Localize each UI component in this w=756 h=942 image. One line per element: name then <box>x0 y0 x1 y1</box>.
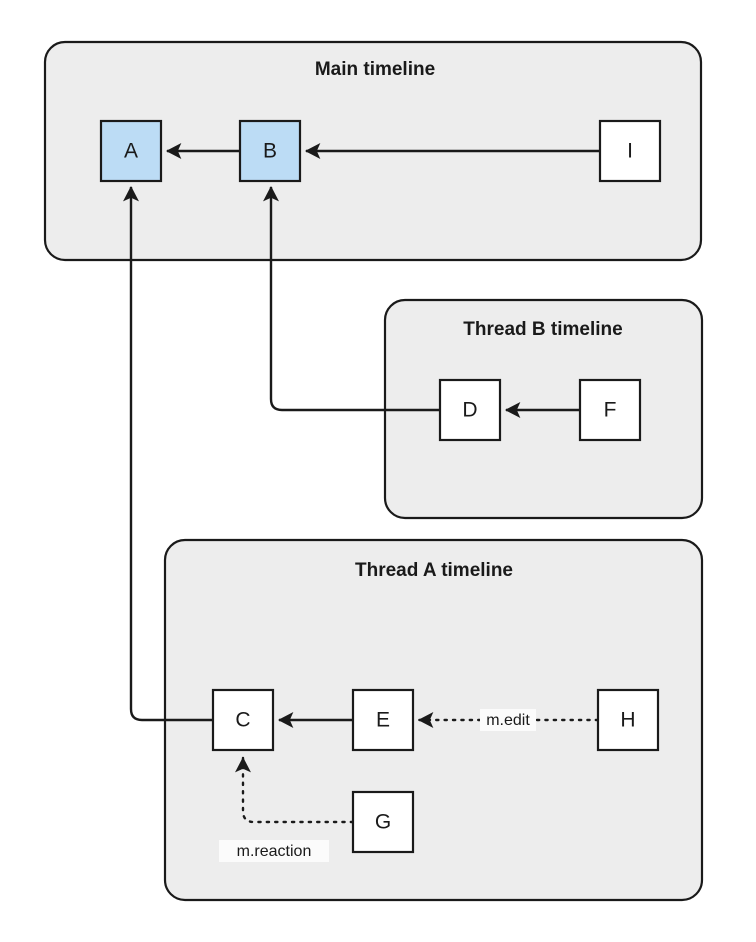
edge-labels: m.edit m.reaction <box>219 709 536 862</box>
edge-label-m-reaction: m.reaction <box>219 840 329 862</box>
group-titles: Main timeline Thread B timeline Thread A… <box>315 59 623 581</box>
node-b-box[interactable] <box>238 119 302 183</box>
node-h-box[interactable] <box>596 688 660 752</box>
node-f-label: F <box>604 399 617 422</box>
connectors <box>123 143 600 824</box>
node-e-label: E <box>376 709 390 732</box>
node-i-box[interactable] <box>598 119 662 183</box>
node-f-box[interactable] <box>578 378 642 442</box>
node-h[interactable]: H <box>596 688 660 752</box>
node-a[interactable]: A <box>99 119 163 183</box>
edge-label-m-reaction-text: m.reaction <box>237 843 312 860</box>
node-e-box[interactable] <box>351 688 415 752</box>
edge-label-m-edit-bg <box>480 709 536 731</box>
node-d-label: D <box>462 399 477 422</box>
nodes: A B I D F C <box>99 119 662 854</box>
node-d[interactable]: D <box>438 378 502 442</box>
group-title-main: Main timeline <box>315 59 435 80</box>
edge-g-to-c[interactable] <box>235 756 355 824</box>
group-title-thread-a: Thread A timeline <box>355 560 513 581</box>
node-i-label: I <box>627 140 633 163</box>
edge-d-to-b[interactable] <box>263 185 440 412</box>
node-i[interactable]: I <box>598 119 662 183</box>
edge-label-m-edit-text: m.edit <box>486 712 530 729</box>
node-g-label: G <box>375 811 391 834</box>
node-c-box[interactable] <box>211 688 275 752</box>
node-g-box[interactable] <box>351 790 415 854</box>
edge-label-m-reaction-bg <box>219 840 329 862</box>
node-a-box[interactable] <box>99 119 163 183</box>
node-f[interactable]: F <box>578 378 642 442</box>
node-g[interactable]: G <box>351 790 415 854</box>
node-h-label: H <box>620 709 635 732</box>
edge-c-to-a[interactable] <box>123 185 213 722</box>
node-c[interactable]: C <box>211 688 275 752</box>
node-e[interactable]: E <box>351 688 415 752</box>
node-c-label: C <box>235 709 250 732</box>
node-b-label: B <box>263 140 277 163</box>
node-a-label: A <box>124 140 138 163</box>
group-title-thread-b: Thread B timeline <box>463 319 622 340</box>
node-b[interactable]: B <box>238 119 302 183</box>
edge-label-m-edit: m.edit <box>480 709 536 731</box>
node-d-box[interactable] <box>438 378 502 442</box>
